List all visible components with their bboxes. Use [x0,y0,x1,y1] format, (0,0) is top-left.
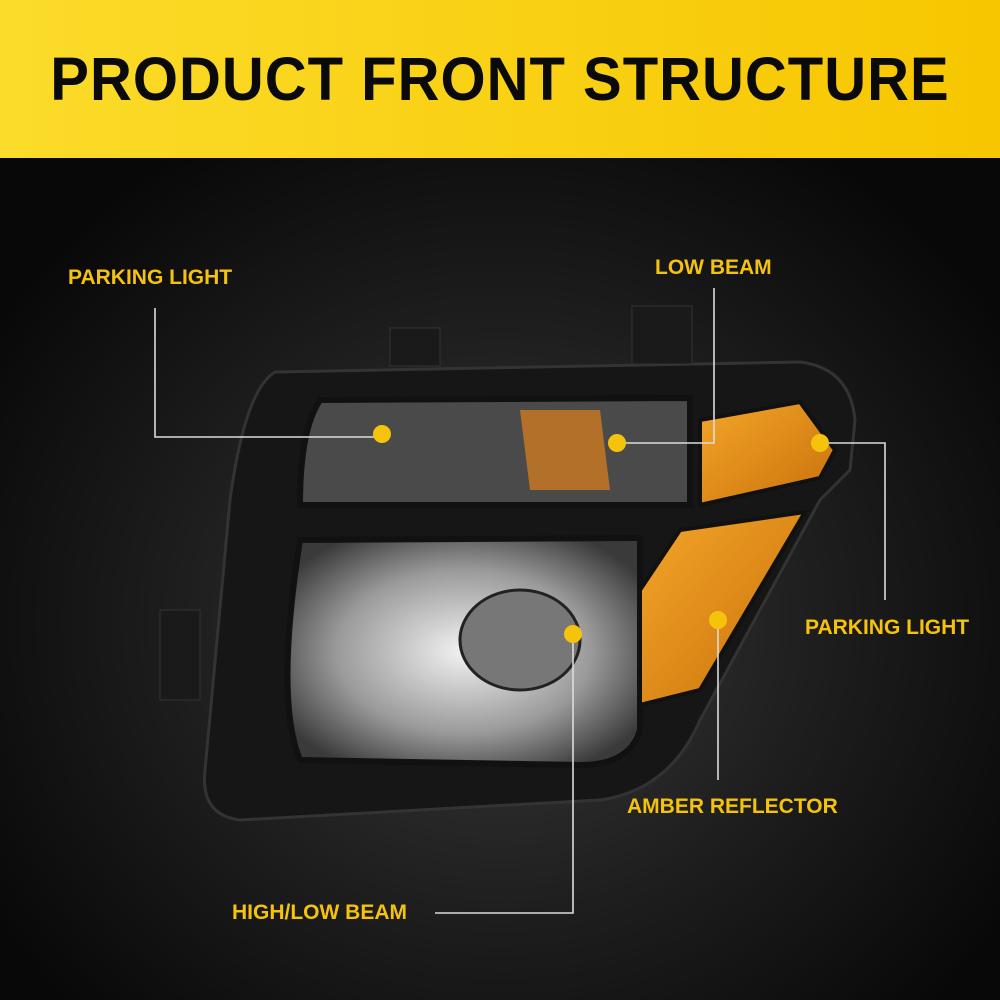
low-beam-marker [608,434,626,452]
high-low-beam-label: HIGH/LOW BEAM [232,901,407,924]
amber-parking-lens [698,399,838,508]
parking-light-right-marker [811,434,829,452]
title-banner: PRODUCT FRONT STRUCTURE [0,0,1000,158]
amber-reflector-lens [638,509,809,708]
parking-light-left-marker [373,425,391,443]
callout-lines [154,288,886,914]
amber-reflector-marker [709,611,727,629]
page-title: PRODUCT FRONT STRUCTURE [50,44,950,114]
upper-lamp-chamber [296,394,693,508]
high-low-beam-marker [564,625,582,643]
amber-reflector-label: AMBER REFLECTOR [627,795,838,818]
parking-light-left-label: PARKING LIGHT [68,266,233,289]
parking-light-right-label: PARKING LIGHT [805,616,970,639]
low-beam-label: LOW BEAM [655,256,772,279]
